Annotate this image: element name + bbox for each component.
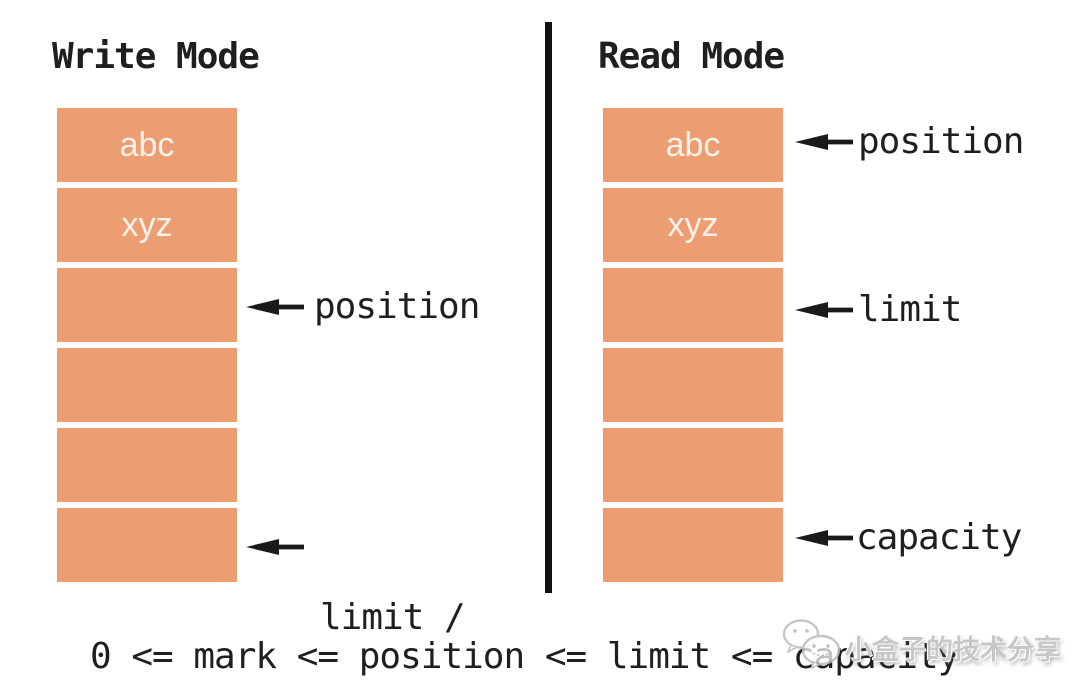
buffer-cell (57, 428, 237, 502)
read-buffer-column: abc xyz (603, 108, 783, 582)
read-limit-label: limit (858, 289, 962, 330)
position-arrow-icon (795, 134, 853, 150)
write-limit-capacity-label: limit / capacity (320, 495, 485, 698)
write-buffer-column: abc xyz (57, 108, 237, 582)
read-capacity-label: capacity (856, 517, 1022, 558)
buffer-cell (57, 268, 237, 342)
write-position-label: position (314, 286, 480, 327)
buffer-cell: abc (603, 108, 783, 182)
buffer-cell (603, 348, 783, 422)
buffer-cell (603, 428, 783, 502)
cell-label: abc (665, 125, 721, 164)
cell-label: xyz (121, 205, 173, 244)
read-mode-title: Read Mode (598, 36, 785, 77)
position-arrow-icon (246, 299, 304, 315)
wechat-logo-icon (782, 619, 841, 670)
buffer-cell (603, 268, 783, 342)
buffer-cell (57, 508, 237, 582)
buffer-cell: abc (57, 108, 237, 182)
buffer-invariant-formula: 0 <= mark <= position <= limit <= capaci… (90, 636, 959, 677)
write-mode-title: Write Mode (52, 36, 260, 77)
limit-capacity-arrow-icon (246, 539, 304, 555)
watermark-text: 小盒子的技术分享 (845, 635, 1061, 666)
buffer-cell (57, 348, 237, 422)
read-position-label: position (858, 121, 1024, 162)
buffer-cell (603, 508, 783, 582)
limit-label-line: limit / (320, 597, 466, 638)
cell-label: xyz (667, 205, 719, 244)
buffer-cell: xyz (57, 188, 237, 262)
buffer-cell: xyz (603, 188, 783, 262)
cell-label: abc (119, 125, 175, 164)
limit-arrow-icon (795, 302, 853, 318)
divider-line (545, 22, 552, 593)
capacity-arrow-icon (795, 530, 853, 546)
